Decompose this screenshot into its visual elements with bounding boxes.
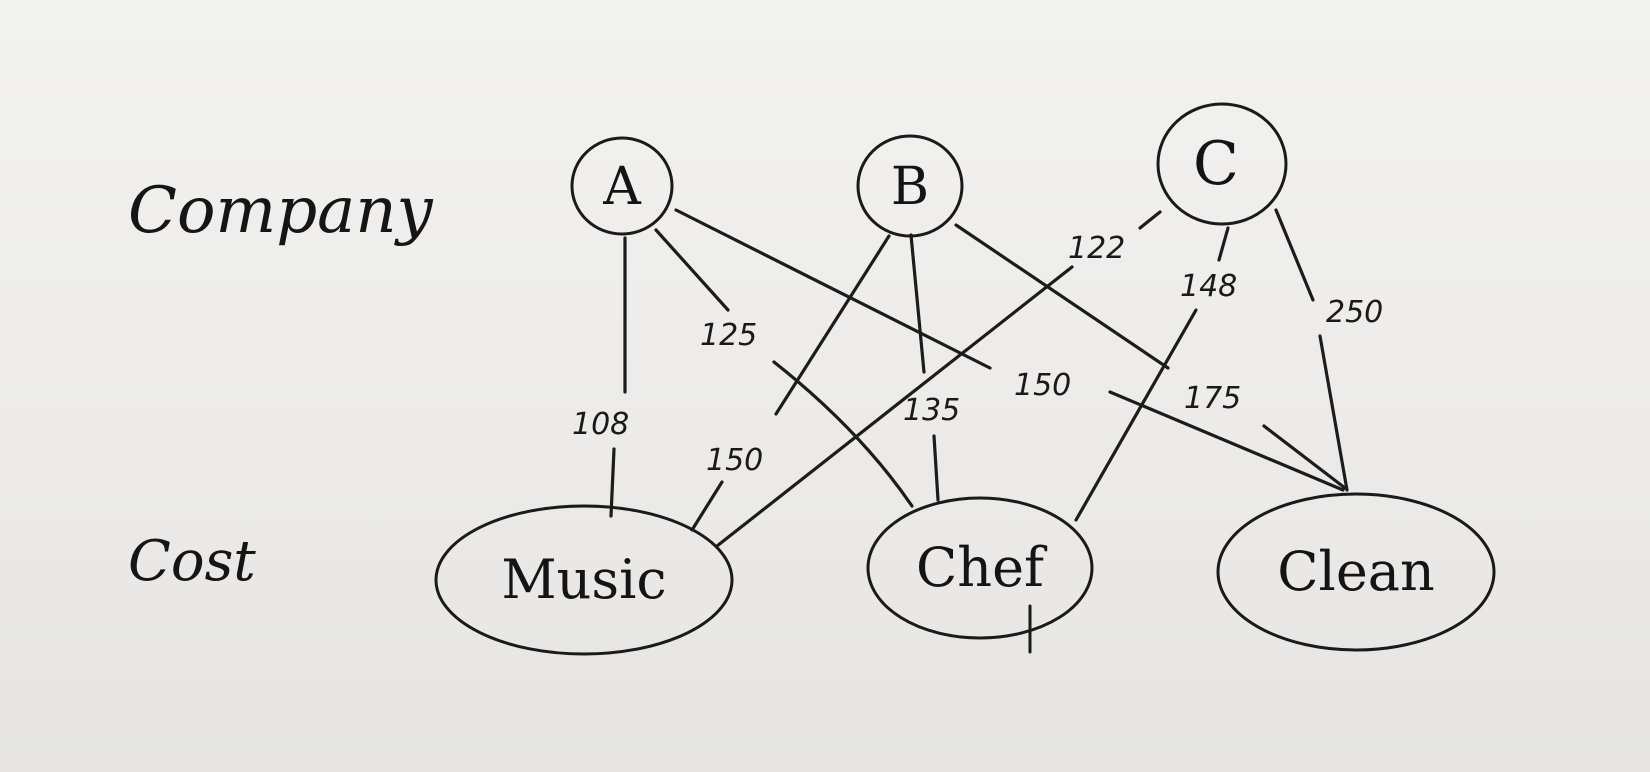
- company-node-a-circle: [570, 136, 674, 236]
- edge-weight-b-chef: 135: [903, 393, 960, 428]
- company-node-b-label: B: [891, 157, 929, 217]
- job-node-clean-label: Clean: [1277, 540, 1435, 603]
- edge-weight-b-music: 150: [706, 443, 763, 478]
- edge-weight-c-clean: 250: [1326, 295, 1383, 330]
- company-node-c: C: [1156, 102, 1288, 226]
- company-node-b-circle: [856, 134, 964, 238]
- job-node-music-ellipse: [434, 504, 734, 656]
- edges-group: 108 125 150 150 135 175 122 148 250: [572, 208, 1383, 548]
- edge-weight-a-clean: 150: [1014, 368, 1071, 403]
- edge-weight-c-chef: 148: [1180, 269, 1237, 304]
- edge-c-music: [715, 210, 1162, 548]
- job-node-clean-ellipse: [1216, 492, 1496, 652]
- edge-a-chef: [654, 228, 914, 508]
- company-node-a: A: [570, 136, 674, 236]
- company-node-b: B: [856, 134, 964, 238]
- edge-weight-a-music: 108: [572, 407, 629, 442]
- job-node-chef: Chef: [866, 496, 1094, 654]
- edge-weight-c-music: 122: [1068, 231, 1125, 266]
- edge-weight-a-chef: 125: [700, 318, 757, 353]
- company-row-label: Company: [128, 174, 434, 248]
- edge-a-clean: [674, 208, 1345, 492]
- edge-a-music: [609, 236, 627, 518]
- job-node-music: Music: [434, 504, 734, 656]
- edge-b-music: [690, 234, 891, 532]
- job-node-music-label: Music: [501, 548, 666, 611]
- company-node-a-label: A: [602, 157, 642, 217]
- edge-b-clean: [954, 223, 1347, 490]
- edge-b-chef: [909, 233, 940, 502]
- job-node-chef-ellipse: [866, 496, 1094, 640]
- edge-c-chef: [1074, 226, 1230, 522]
- job-node-clean: Clean: [1216, 492, 1496, 652]
- job-node-chef-label: Chef: [916, 536, 1048, 599]
- cost-row-label: Cost: [128, 529, 256, 594]
- company-node-c-label: C: [1193, 129, 1239, 199]
- company-node-c-circle: [1156, 102, 1288, 226]
- edge-weight-b-clean: 175: [1184, 381, 1241, 416]
- edge-c-clean: [1274, 208, 1349, 492]
